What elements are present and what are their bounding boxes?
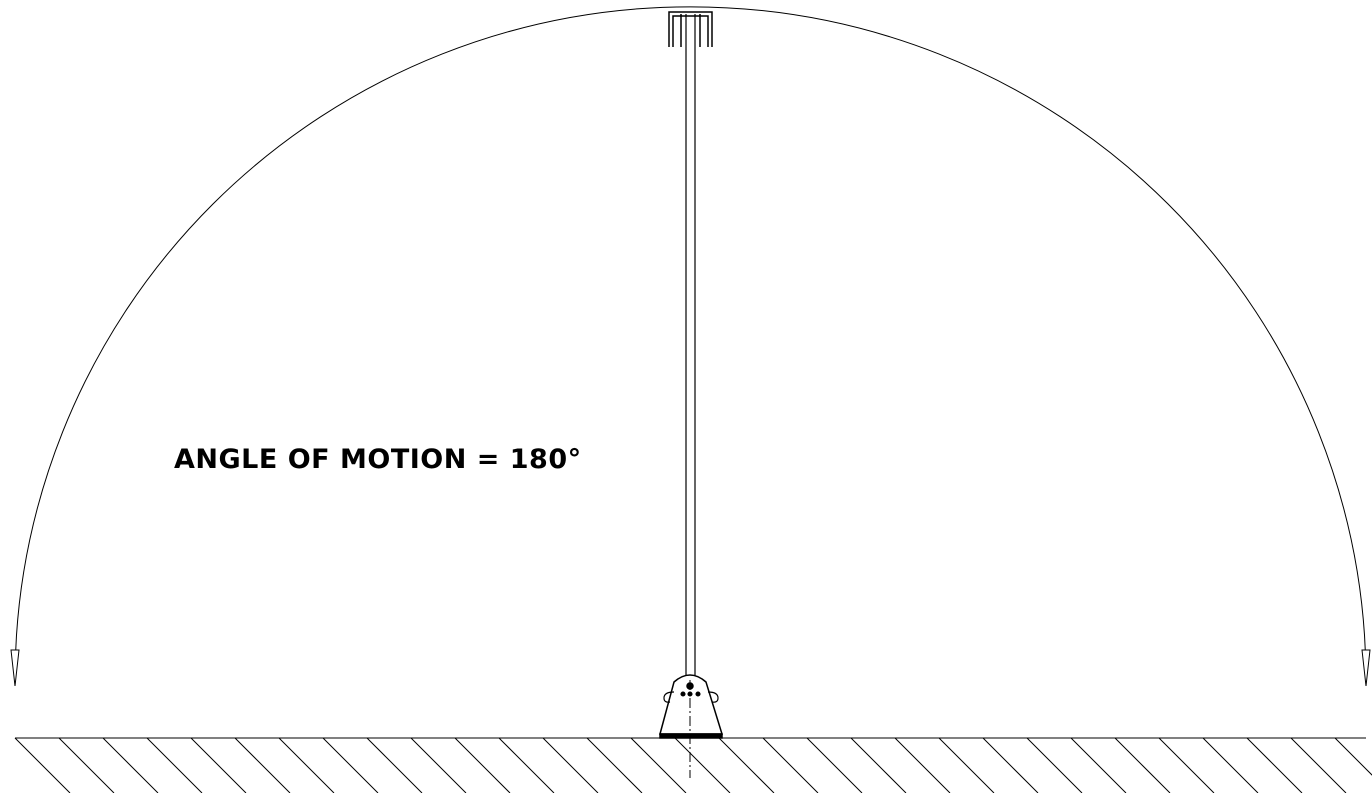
- hatch-line: [366, 738, 423, 793]
- hatch-line: [410, 738, 467, 793]
- hatch-line: [1334, 738, 1372, 776]
- hatch-line: [938, 738, 995, 793]
- hatch-line: [454, 738, 511, 793]
- hatch-line: [1202, 738, 1259, 793]
- hatch-line: [982, 738, 1039, 793]
- hatch-line: [1290, 738, 1347, 793]
- hatch-line: [498, 738, 555, 793]
- hatch-line: [1114, 738, 1171, 793]
- hatch-line: [586, 738, 643, 793]
- hatch-line: [102, 738, 159, 793]
- hatch-line: [894, 738, 951, 793]
- hatch-line: [1026, 738, 1083, 793]
- motion-arc: [14, 6, 1367, 681]
- mast-pole: [685, 14, 696, 676]
- hatch-line: [1158, 738, 1215, 793]
- hatch-line: [542, 738, 599, 793]
- hatch-line: [234, 738, 291, 793]
- hatch-line: [1070, 738, 1127, 793]
- hatch-line: [146, 738, 203, 793]
- hatch-line: [278, 738, 335, 793]
- hatch-line: [322, 738, 379, 793]
- hatch-line: [674, 738, 731, 793]
- ground-hatching: [14, 738, 1372, 793]
- hatch-line: [806, 738, 863, 793]
- hatch-line: [762, 738, 819, 793]
- hatch-line: [14, 738, 71, 793]
- base-pivot-mount: [659, 674, 724, 739]
- top-bracket: [668, 11, 713, 47]
- right-arrowhead-icon: [1361, 649, 1371, 687]
- hatch-line: [1246, 738, 1303, 793]
- hatch-line: [850, 738, 907, 793]
- hatch-line: [58, 738, 115, 793]
- angle-of-motion-label: ANGLE OF MOTION = 180°: [174, 444, 582, 475]
- hatch-line: [190, 738, 247, 793]
- left-arrowhead-icon: [10, 649, 20, 687]
- hatch-line: [718, 738, 775, 793]
- hatch-line: [630, 738, 687, 793]
